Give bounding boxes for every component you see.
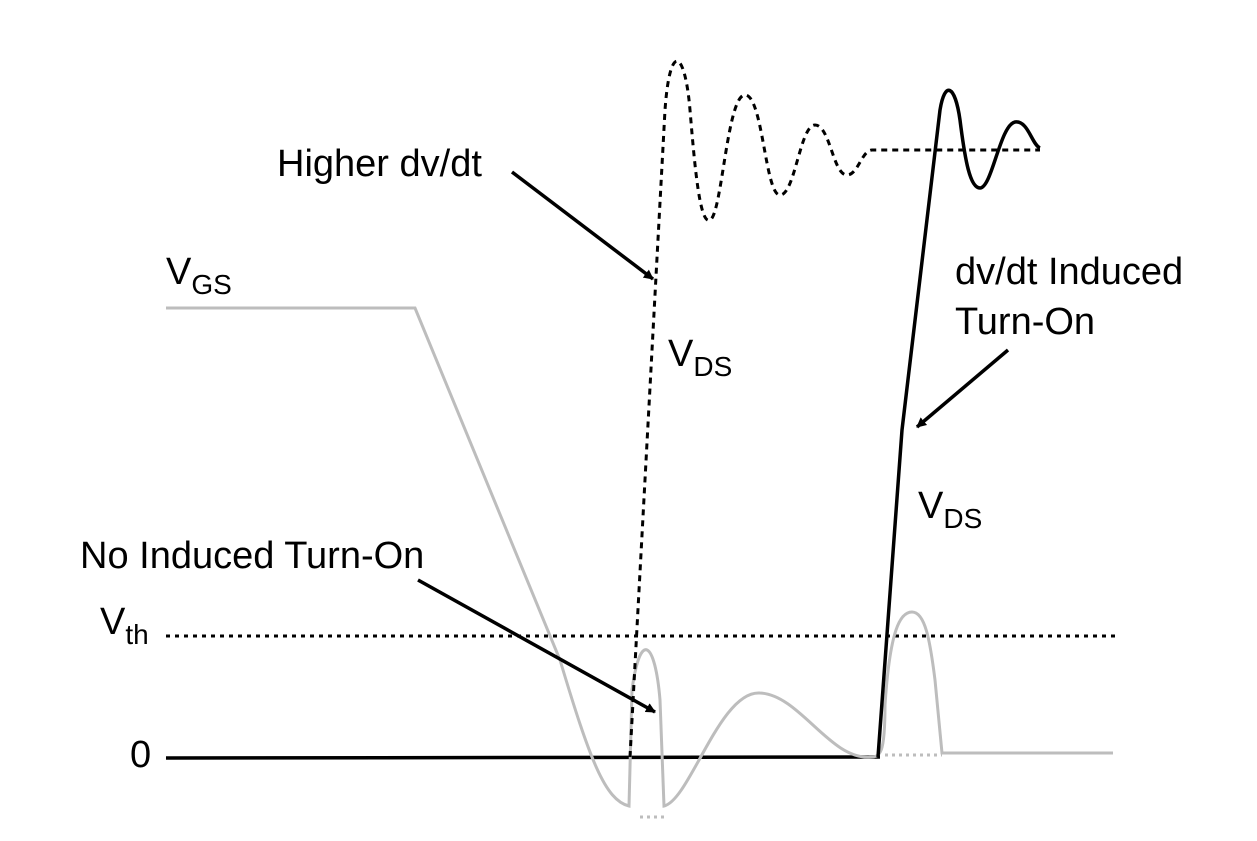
vds-dashed-label: VDS	[668, 333, 732, 382]
induced-label-line2: Turn-On	[955, 301, 1095, 343]
zero-baseline	[165, 755, 881, 760]
higher-dvdt-arrow	[510, 170, 655, 281]
vgs-label: VGS	[166, 251, 232, 300]
no-induced-turn-on-arrow	[417, 578, 656, 714]
vds-solid-label: VDS	[918, 485, 982, 534]
induced-label-line1: dv/dt Induced	[955, 251, 1183, 293]
vth-label: Vth	[100, 601, 149, 650]
vgs-waveform	[166, 306, 1113, 808]
higher-dvdt-label: Higher dv/dt	[277, 143, 482, 185]
vds-higher-dvdt-waveform	[628, 59, 1040, 758]
zero-label: 0	[130, 734, 151, 776]
vds-induced-waveform	[876, 88, 1042, 758]
no-induced-label: No Induced Turn-On	[80, 535, 424, 577]
induced-turn-on-arrow	[915, 348, 1010, 429]
